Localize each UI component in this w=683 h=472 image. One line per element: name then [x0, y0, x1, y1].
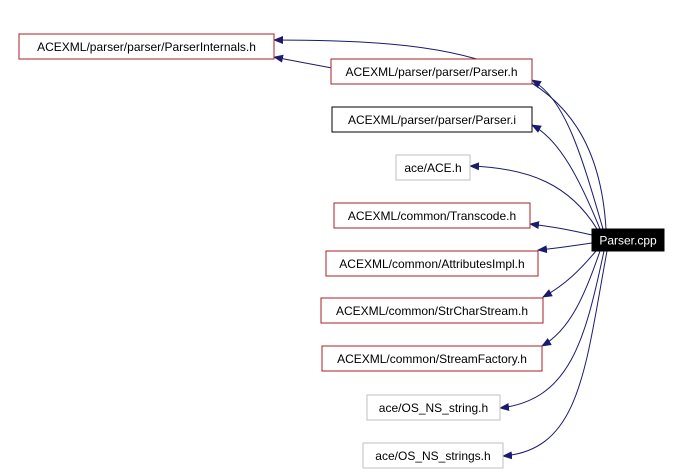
node-label: ace/OS_NS_string.h	[379, 401, 488, 415]
edge-parser-cpp-to-transcode-h	[529, 221, 593, 236]
node-os-ns-strings-h: ace/OS_NS_strings.h	[362, 442, 504, 469]
node-parserinternals-h[interactable]: ACEXML/parser/parser/ParserInternals.h	[18, 33, 275, 60]
node-os-ns-string-h: ace/OS_NS_string.h	[366, 394, 501, 421]
edge-parser-cpp-to-os-ns-string-h	[499, 250, 605, 411]
edges-layer	[273, 36, 608, 460]
node-label: ACEXML/parser/parser/Parser.i	[348, 113, 516, 127]
node-parser-i: ACEXML/parser/parser/Parser.i	[331, 106, 533, 133]
node-label: ACEXML/common/Transcode.h	[348, 209, 516, 223]
node-streamfactory-h[interactable]: ACEXML/common/StreamFactory.h	[321, 345, 543, 372]
node-label: ACEXML/parser/parser/Parser.h	[345, 65, 517, 79]
edge-parser-cpp-to-strcharstream-h	[542, 250, 597, 298]
node-label: ACEXML/common/AttributesImpl.h	[339, 257, 524, 271]
node-attributesimpl-h[interactable]: ACEXML/common/AttributesImpl.h	[325, 250, 539, 277]
nodes-layer: ACEXML/parser/parser/ParserInternals.h A…	[18, 33, 665, 469]
root-node-label: Parser.cpp	[599, 234, 657, 248]
node-label: ACEXML/common/StrCharStream.h	[336, 304, 528, 318]
edge-parser-cpp-to-os-ns-strings-h	[502, 250, 608, 460]
edge-parser-cpp-to-parser-i	[531, 124, 601, 230]
edge-parser-cpp-to-parser-h	[531, 79, 604, 230]
node-parser-h[interactable]: ACEXML/parser/parser/Parser.h	[330, 58, 533, 85]
edge-parser-cpp-to-attributesimpl-h	[537, 242, 593, 254]
edge-parser-cpp-to-ace-h	[469, 162, 598, 230]
node-parser-cpp: Parser.cpp	[591, 228, 665, 252]
node-label: ace/OS_NS_strings.h	[375, 449, 490, 463]
node-label: ACEXML/common/StreamFactory.h	[337, 352, 527, 366]
node-ace-h: ace/ACE.h	[395, 154, 471, 181]
node-transcode-h[interactable]: ACEXML/common/Transcode.h	[333, 202, 531, 229]
node-strcharstream-h[interactable]: ACEXML/common/StrCharStream.h	[320, 297, 544, 324]
node-label: ace/ACE.h	[404, 161, 461, 175]
edge-parser-cpp-to-streamfactory-h	[541, 250, 601, 347]
edge-parser-h-to-parserinternals-h	[273, 54, 333, 69]
node-label: ACEXML/parser/parser/ParserInternals.h	[37, 40, 256, 54]
